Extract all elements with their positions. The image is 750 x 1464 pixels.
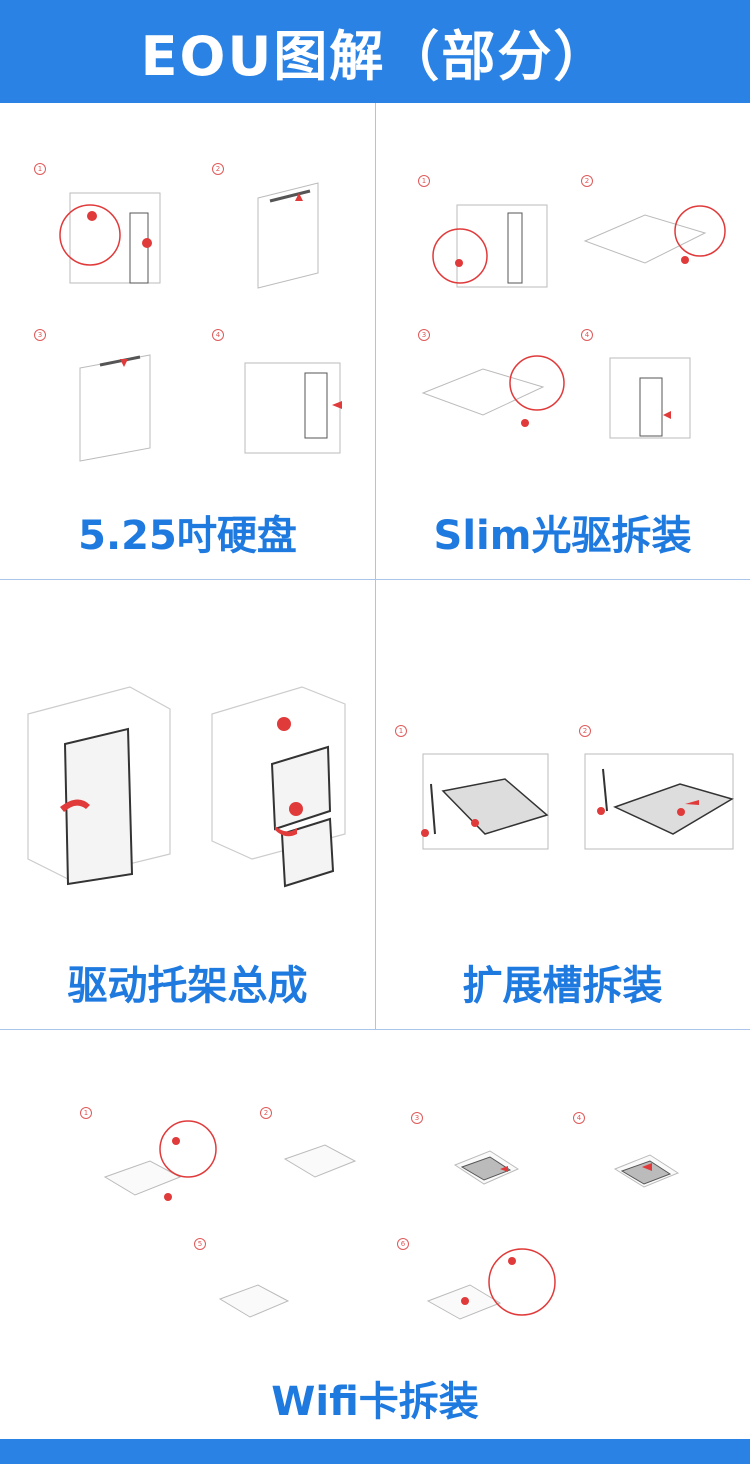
diagram-drive-bay (27, 686, 346, 888)
step-marker: 1 (418, 175, 430, 187)
diagram-slim-odd (421, 204, 726, 439)
panel-525-drive: 1 2 3 4 5.25吋硬盘 (0, 103, 375, 579)
diagram-expansion-slot (421, 753, 734, 850)
step-marker: 1 (395, 725, 407, 737)
panel-caption: 驱动托架总成 (67, 963, 308, 1009)
step-marker: 3 (411, 1112, 423, 1124)
divider-horizontal-2 (0, 1029, 750, 1030)
panel-caption: 扩展槽拆装 (462, 963, 663, 1009)
panel-caption: Wifi卡拆装 (271, 1379, 479, 1425)
step-marker: 4 (581, 329, 593, 341)
step-marker: 1 (34, 163, 46, 175)
panel-slim-odd: 1 2 3 4 Slim光驱拆装 (375, 103, 750, 579)
step-marker: 4 (212, 329, 224, 341)
step-marker: 2 (581, 175, 593, 187)
step-marker: 2 (579, 725, 591, 737)
diagram-525-drive (59, 182, 342, 462)
divider-horizontal-1 (0, 579, 750, 580)
step-marker: 3 (418, 329, 430, 341)
panel-caption: 5.25吋硬盘 (78, 513, 297, 559)
diagram-wifi-card (103, 1120, 680, 1320)
panel-drive-bay: 驱动托架总成 (0, 579, 375, 1029)
panel-expansion-slot: 1 2 扩展槽拆装 (375, 579, 750, 1029)
step-marker: 2 (212, 163, 224, 175)
footer-bar (0, 1439, 750, 1464)
divider-vertical-top (375, 103, 376, 1029)
step-marker: 6 (397, 1238, 409, 1250)
panel-wifi-card: 1 2 3 4 5 6 Wifi卡拆装 (0, 1029, 750, 1439)
step-marker: 1 (80, 1107, 92, 1119)
panel-caption: Slim光驱拆装 (433, 513, 692, 559)
step-marker: 4 (573, 1112, 585, 1124)
page-title: EOU图解（部分） (0, 0, 750, 103)
step-marker: 2 (260, 1107, 272, 1119)
step-marker: 3 (34, 329, 46, 341)
step-marker: 5 (194, 1238, 206, 1250)
